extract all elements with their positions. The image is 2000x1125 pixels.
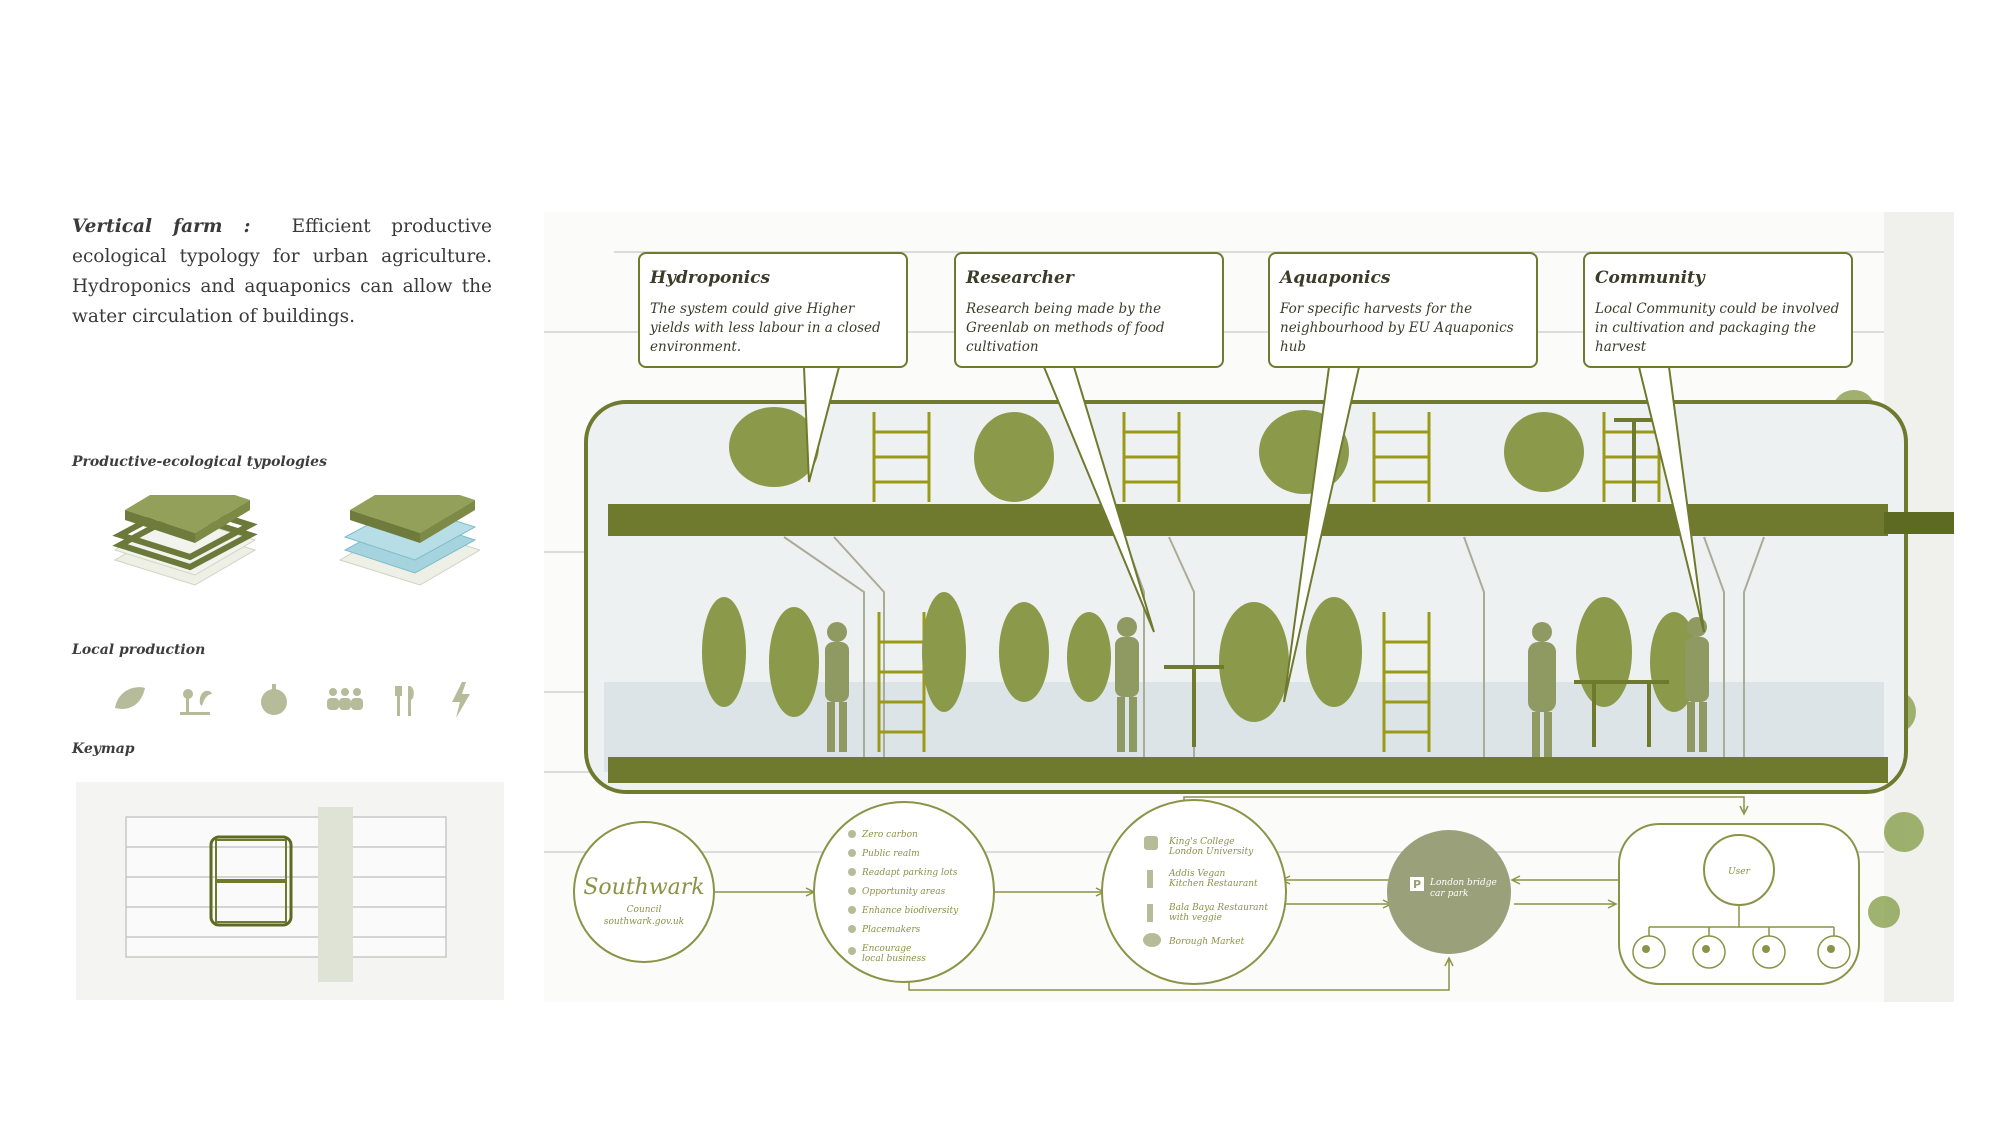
callout-title: Hydroponics: [650, 268, 771, 288]
partner-item: with veggie: [1169, 913, 1222, 923]
keymap-illustration: [76, 782, 504, 1000]
user-label: User: [1728, 867, 1751, 877]
callout-title: Community: [1595, 268, 1705, 288]
carpark-line1: London bridge: [1429, 878, 1497, 888]
leaf-icon: [115, 687, 145, 709]
parking-badge: P: [1413, 878, 1421, 891]
callout-researcher: Researcher Research being made by the Gr…: [954, 252, 1224, 368]
user-group-icon: [1632, 935, 1666, 969]
keymap-title: Keymap: [72, 741, 135, 757]
southwark-sub1: Council: [627, 905, 662, 915]
callout-pointers: [802, 366, 1705, 703]
intro-paragraph: Vertical farm : Efficient productive eco…: [72, 212, 492, 332]
typologies-illustration: [112, 495, 480, 586]
benefit-item: Zero carbon: [861, 830, 918, 840]
callout-text: The system could give Higher yields with…: [650, 301, 881, 355]
local-production-title: Local production: [72, 642, 206, 658]
benefit-item: Placemakers: [861, 925, 921, 935]
partner-item: King's College: [1168, 837, 1235, 847]
partners-node: [1101, 799, 1287, 985]
partner-item: Borough Market: [1168, 937, 1245, 947]
parking-icon: [1410, 877, 1424, 891]
upper-slab: [608, 504, 1888, 536]
hydroponic-module: [112, 495, 258, 586]
energy-icon: [452, 682, 470, 718]
person: [825, 622, 849, 752]
person: [1115, 617, 1139, 752]
restaurant-icon: [395, 686, 414, 716]
user-group-icon: [1817, 935, 1851, 969]
plant-foliage: [702, 407, 1698, 722]
callout-community: Community Local Community could be invol…: [1583, 252, 1853, 368]
carpark-node: [1387, 830, 1511, 954]
typologies-title: Productive-ecological typologies: [72, 454, 327, 470]
callout-text: For specific harvests for the neighbourh…: [1280, 301, 1514, 355]
callout-title: Researcher: [966, 268, 1074, 288]
southwark-logo: Southwark: [583, 875, 704, 900]
partner-item: Bala Baya Restaurant: [1168, 903, 1268, 913]
callout-text: Research being made by the Greenlab on m…: [966, 301, 1165, 355]
benefit-item: Opportunity areas: [862, 887, 946, 897]
lower-slab: [608, 757, 1888, 783]
partner-item: London University: [1168, 847, 1254, 857]
benefit-item: Readapt parking lots: [861, 868, 958, 878]
local-production-icons: [115, 682, 470, 718]
partner-item: Addis Vegan: [1168, 869, 1226, 879]
person: [1528, 622, 1556, 757]
callout-hydroponics: Hydroponics The system could give Higher…: [638, 252, 908, 368]
southwark-node: [573, 821, 715, 963]
flow-diagram: Southwark Council southwark.gov.uk Zero …: [573, 796, 1860, 991]
carpark-line2: car park: [1430, 889, 1468, 899]
benefit-item: local business: [862, 954, 926, 964]
callout-aquaponics: Aquaponics For specific harvests for the…: [1268, 252, 1538, 368]
partner-item: Kitchen Restaurant: [1168, 879, 1258, 889]
callout-text: Local Community could be involved in cul…: [1595, 301, 1840, 355]
aquaponic-module: [338, 495, 480, 586]
user-group-icon: [1692, 935, 1726, 969]
benefits-node: [813, 801, 995, 983]
benefit-item: Encourage: [861, 944, 911, 954]
community-icon: [327, 688, 363, 710]
intro-text: Efficient productive ecological typology…: [72, 216, 492, 327]
callout-title: Aquaponics: [1280, 268, 1391, 288]
research-plant-icon: [180, 689, 212, 715]
tables: [1164, 418, 1669, 747]
user-group-icon: [1752, 935, 1786, 969]
vegetable-icon: [261, 684, 287, 715]
southwark-sub2: southwark.gov.uk: [604, 917, 684, 927]
intro-lead: Vertical farm :: [72, 216, 251, 237]
benefit-item: Enhance biodiversity: [861, 906, 959, 916]
benefit-item: Public realm: [861, 849, 920, 859]
